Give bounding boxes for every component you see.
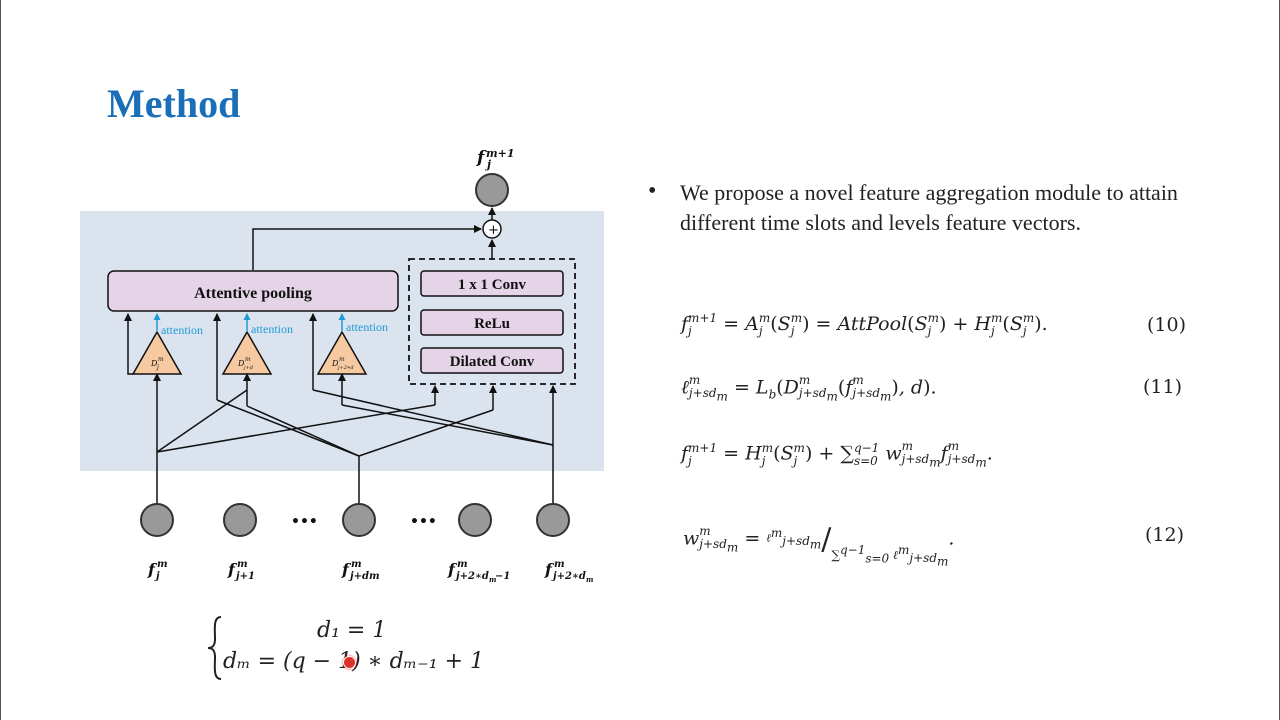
svg-text:j+2∗d: j+2∗d	[337, 365, 354, 371]
input-node-5	[536, 503, 570, 537]
svg-text:j: j	[155, 364, 159, 371]
svg-text:m: m	[351, 559, 362, 570]
input-node-2	[223, 503, 257, 537]
svg-text:m: m	[157, 559, 168, 570]
svg-text:j+d: j+d	[243, 365, 253, 371]
laser-pointer-icon	[343, 656, 356, 669]
svg-text:j+2∗d: j+2∗d	[454, 571, 489, 582]
attentive-pooling-box	[107, 270, 399, 312]
svg-text:j: j	[485, 158, 491, 171]
svg-text:D: D	[331, 359, 339, 368]
attention-label-2: attention	[251, 322, 293, 336]
dilated-conv-box	[420, 347, 564, 374]
svg-text:j+dm: j+dm	[348, 571, 380, 582]
bullet-text: We propose a novel feature aggregation m…	[680, 180, 1178, 235]
svg-text:m: m	[339, 356, 345, 363]
svg-text:D: D	[150, 359, 158, 368]
svg-text:j+2∗d: j+2∗d	[551, 571, 586, 582]
slide-title: Method	[107, 81, 241, 126]
svg-text:m: m	[158, 356, 164, 363]
relu-box	[420, 309, 564, 336]
svg-text:f: f	[227, 560, 238, 579]
ellipsis-2: •••	[410, 514, 437, 530]
input-node-4	[458, 503, 492, 537]
svg-text:m: m	[457, 559, 468, 570]
conv1x1-box	[420, 270, 564, 297]
slide-left-border	[0, 0, 1, 720]
svg-text:m: m	[554, 559, 565, 570]
equation-10-number: (10)	[1147, 314, 1187, 336]
input-node-1	[140, 503, 174, 537]
input-node-3	[342, 503, 376, 537]
attentive-pooling-label: Attentive pooling	[194, 285, 312, 302]
recurrence-line-1: d₁ = 1	[317, 618, 387, 643]
output-label: f	[476, 148, 487, 168]
svg-text:m: m	[237, 559, 248, 570]
svg-text:+: +	[488, 223, 499, 238]
svg-text:−1: −1	[495, 571, 510, 582]
output-node	[475, 173, 509, 207]
conv1x1-label: 1 x 1 Conv	[458, 277, 526, 293]
attention-label-1: attention	[161, 323, 203, 337]
dilated-conv-label: Dilated Conv	[450, 354, 535, 370]
svg-text:f: f	[447, 560, 458, 579]
bullet-dot-icon: •	[648, 178, 657, 204]
ellipsis-1: •••	[291, 514, 318, 530]
attention-label-3: attention	[346, 320, 388, 334]
equation-11-number: (11)	[1143, 376, 1183, 398]
svg-text:m+1: m+1	[486, 147, 515, 160]
svg-text:f: f	[544, 560, 555, 579]
svg-text:m: m	[245, 356, 251, 363]
input-labels: f m j f m j+1 f m j+dm f m j+2∗d m −1 f …	[147, 559, 593, 584]
relu-label: ReLu	[474, 316, 510, 332]
architecture-diagram: f m+1 j + Attentive pooling 1 x 1 Conv R…	[80, 147, 604, 584]
equation-12-number: (12)	[1145, 524, 1185, 546]
svg-text:m: m	[489, 575, 496, 584]
svg-text:D: D	[237, 359, 245, 368]
svg-text:m: m	[586, 575, 593, 584]
svg-text:f: f	[147, 560, 158, 579]
conv-block	[408, 258, 576, 385]
svg-text:j+1: j+1	[234, 571, 255, 582]
left-brace-icon	[207, 616, 222, 680]
svg-text:j: j	[154, 571, 160, 582]
svg-text:f: f	[341, 560, 352, 579]
